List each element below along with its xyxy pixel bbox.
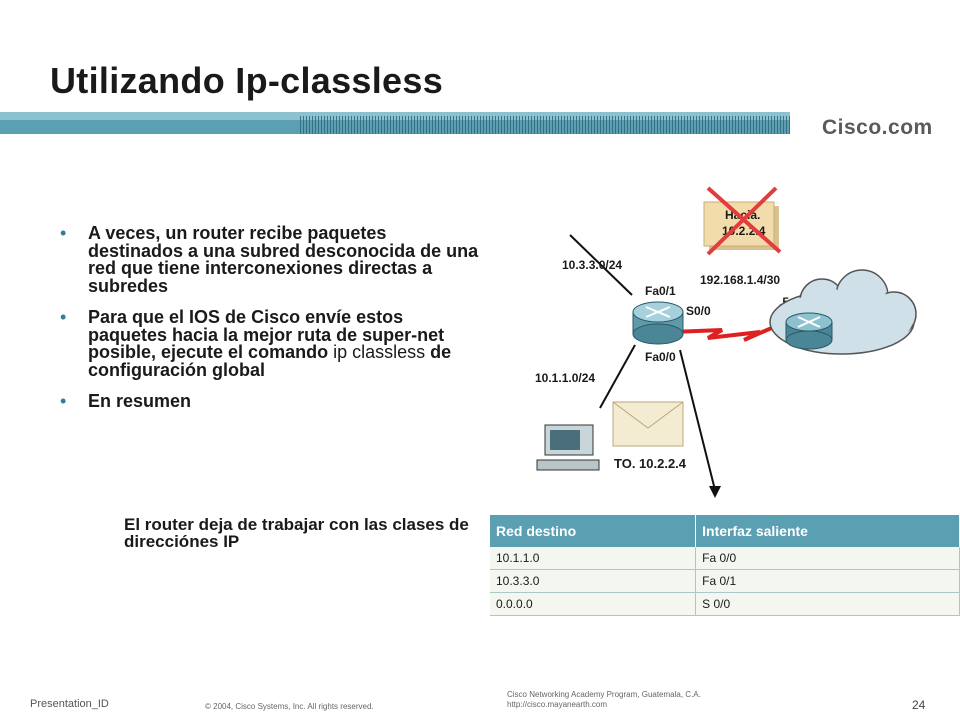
routing-table: Red destino Interfaz saliente 10.1.1.0 F… <box>490 515 960 616</box>
header-band-logo-area <box>790 112 960 134</box>
cisco-logo: Cisco.com <box>822 116 933 139</box>
bullet-text: En resumen <box>88 391 192 411</box>
slide-title: Utilizando Ip-classless <box>50 60 444 101</box>
link-top-network <box>569 234 633 296</box>
network-label-bottom: 10.1.1.0/24 <box>535 371 595 385</box>
column-header: Red destino <box>490 515 697 547</box>
bullet-item: • Para que el IOS de Cisco envíe estos pa… <box>60 307 480 380</box>
table-row: 10.1.1.0 Fa 0/0 <box>490 547 960 570</box>
port-label-s00: S0/0 <box>686 304 711 318</box>
port-label-fa00: Fa0/0 <box>645 350 676 364</box>
table-cell: Fa 0/0 <box>695 547 960 570</box>
serial-link-lightning <box>671 318 791 342</box>
router-remote-icon <box>785 312 833 350</box>
summary-text: El router deja de trabajar con las clase… <box>124 515 469 551</box>
bullet-list: • A veces, un router recibe paquetes dest… <box>60 223 480 425</box>
table-cell: 0.0.0.0 <box>490 592 697 616</box>
column-header: Interfaz saliente <box>695 515 960 547</box>
envelope-icon <box>612 401 684 447</box>
router-main-icon <box>632 301 684 345</box>
bullet-icon: • <box>60 223 67 243</box>
bullet-text: Para que el IOS de Cisco envíe estos paq… <box>88 307 445 362</box>
table-cell: Fa 0/1 <box>695 569 960 593</box>
table-cell: S 0/0 <box>695 592 960 616</box>
header-band-stripes <box>300 116 820 134</box>
page-number: 24 <box>912 698 926 712</box>
host-suffix-label: .5 <box>779 295 789 309</box>
table-row: 0.0.0.0 S 0/0 <box>490 592 960 616</box>
presentation-id: Presentation_ID <box>30 698 109 710</box>
command-text: ip classless <box>333 342 426 362</box>
bullet-icon: • <box>60 307 67 327</box>
link-host <box>599 344 636 409</box>
table-cell: 10.3.3.0 <box>490 569 697 593</box>
network-diagram: Hacia. 10.2.2.4 10.3.3.0/24 192.168.1.4/… <box>535 186 917 498</box>
academy-info: Cisco Networking Academy Program, Guatem… <box>507 690 701 710</box>
academy-line: Cisco Networking Academy Program, Guatem… <box>507 690 701 699</box>
table-cell: 10.1.1.0 <box>490 547 697 570</box>
bullet-text-after: de configuración global <box>88 342 452 380</box>
network-label-top: 10.3.3.0/24 <box>562 258 622 272</box>
envelope-label: TO. 10.2.2.4 <box>614 456 687 471</box>
port-label-fa01: Fa0/1 <box>645 284 676 298</box>
envelope-flap <box>612 401 684 429</box>
table-header-row: Red destino Interfaz saliente <box>490 515 960 547</box>
bullet-text: A veces, un router recibe paquetes desti… <box>88 223 479 296</box>
link-to-table <box>679 349 716 491</box>
bullet-item: • En resumen <box>60 391 480 411</box>
table-row: 10.3.3.0 Fa 0/1 <box>490 569 960 593</box>
arrow-head-icon <box>709 486 721 498</box>
bullet-icon: • <box>60 391 67 411</box>
serial-network-label: 192.168.1.4/30 <box>700 273 780 287</box>
workstation-icon <box>536 424 600 471</box>
cross-icon <box>706 186 778 256</box>
copyright: © 2004, Cisco Systems, Inc. All rights r… <box>205 702 374 711</box>
academy-url: http://cisco.mayanearth.com <box>507 700 608 709</box>
bullet-item: • A veces, un router recibe paquetes dest… <box>60 223 480 296</box>
header-band <box>0 112 960 134</box>
